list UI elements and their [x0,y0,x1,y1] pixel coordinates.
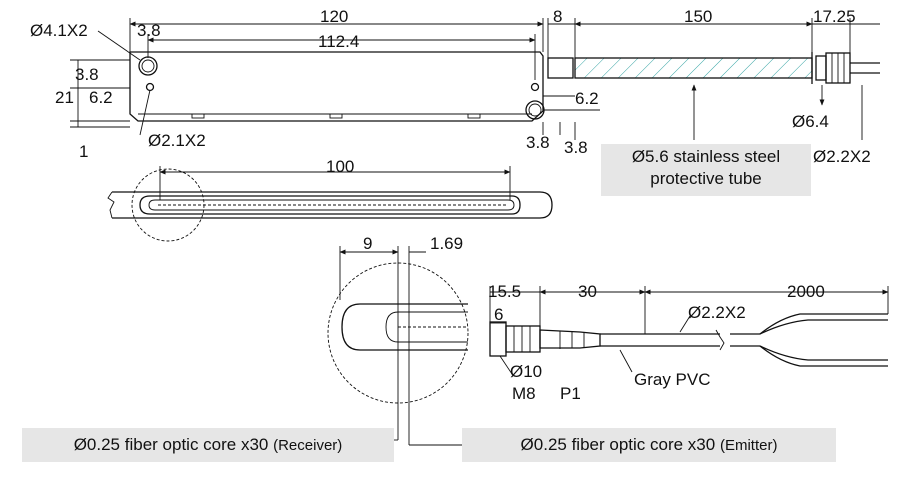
sensor-body-top-view [129,51,545,122]
tube-callout-line1: Ø5.6 stainless steel [631,147,781,166]
label-cable-material: Gray PVC [634,370,711,389]
dim-array-length: 100 [326,157,354,176]
tube-callout: Ø5.6 stainless steel protective tube [601,144,811,196]
dim-gap: 8 [553,7,562,26]
dim-offset-left: 3.8 [75,65,99,84]
dim-tube-length: 150 [684,7,712,26]
dim-conn-30: 30 [578,282,597,301]
dim-cable-2000: 2000 [787,282,825,301]
tube-connector [815,52,880,84]
dim-total-length: 120 [320,7,348,26]
receiver-callout: Ø0.25 fiber optic core x30 (Receiver) [22,428,394,462]
dim-offset-top: 3.8 [137,21,161,40]
m8-connector [489,321,601,357]
mount-hole-small-left [145,82,155,92]
dim-thickness: 1 [79,142,88,161]
detail-magnified-view [327,262,469,404]
dim-connector-length: 17.25 [813,7,856,26]
emitter-tag: (Emitter) [719,437,778,454]
receiver-tag: (Receiver) [273,437,343,454]
sensor-front-view [107,168,553,242]
dim-offset-6-2-right: 6.2 [575,89,599,108]
label-connector-type: M8 [512,384,536,403]
dim-offset-bottom-a: 3.8 [526,133,550,152]
dim-offset-6-2-left: 6.2 [89,88,113,107]
mount-hole-small-right [530,82,540,92]
receiver-label: Ø0.25 fiber optic core x30 [73,435,269,454]
tube-callout-line2: protective tube [650,169,762,188]
dim-lead-diameter: Ø2.2X2 [813,147,871,166]
dim-hole-small: Ø2.1X2 [148,131,206,150]
dim-height: 21 [55,88,74,107]
dim-hole-large: Ø4.1X2 [30,21,88,40]
dim-pitch-9: 9 [363,234,372,253]
dim-conn-6: 6 [494,305,503,324]
emitter-callout: Ø0.25 fiber optic core x30 (Emitter) [462,428,836,462]
emitter-label: Ø0.25 fiber optic core x30 [520,435,716,454]
dim-hole-spacing: 112.4 [318,32,359,51]
dim-pitch-1-69: 1.69 [430,234,463,253]
dim-conn-15-5: 15.5 [488,282,521,301]
dim-offset-bottom-b: 3.8 [564,138,588,157]
pvc-cable [600,313,888,367]
dim-cable-diameter: Ø2.2X2 [688,303,746,322]
label-connector-pin: P1 [560,384,581,403]
protective-tube [547,52,813,84]
dim-conn-diameter: Ø10 [510,362,542,381]
dim-tube-diameter: Ø6.4 [792,112,829,131]
